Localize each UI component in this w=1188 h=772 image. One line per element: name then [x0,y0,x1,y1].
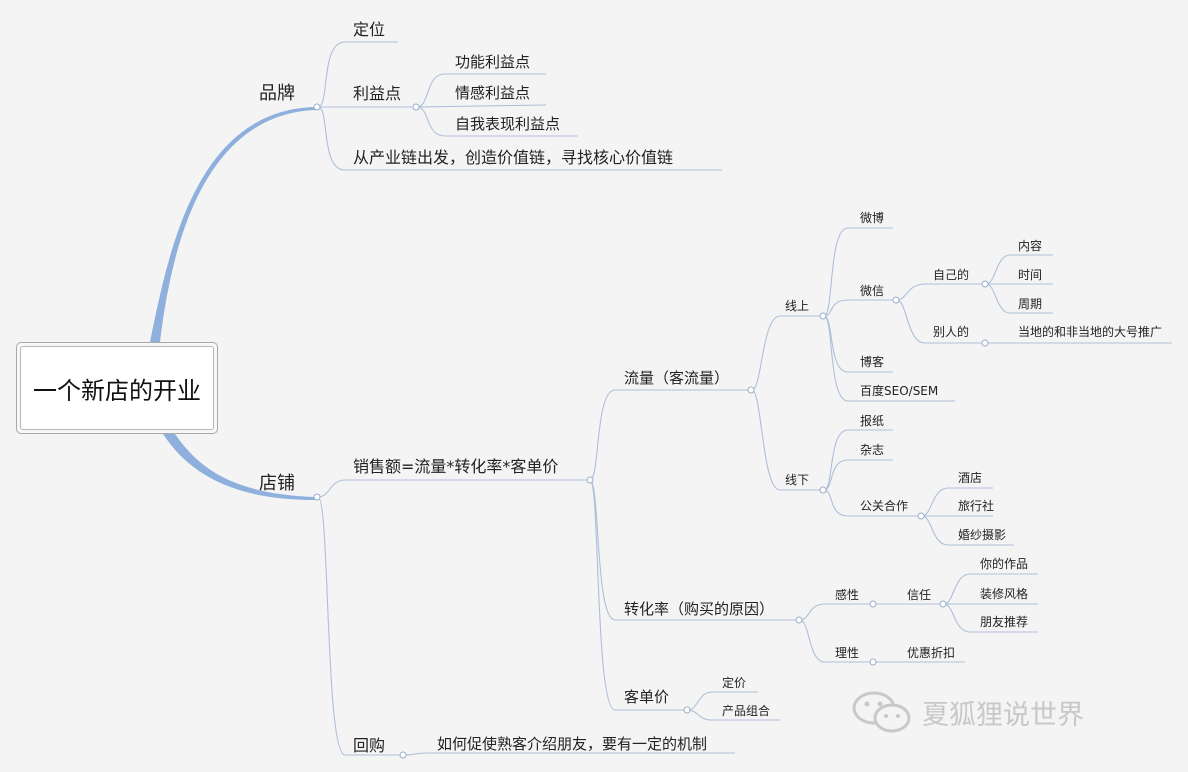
branch-brand [150,107,315,342]
topic-offline[interactable]: 线下 [785,473,810,487]
topic-weixin[interactable]: 微信 [860,284,885,298]
topic-hotel[interactable]: 酒店 [958,471,983,485]
topic-benefit-emotional[interactable]: 情感利益点 [455,84,531,102]
topic-value-chain[interactable]: 从产业链出发，创造价值链，寻找核心价值链 [353,148,674,167]
topic-others-channel[interactable]: 别人的 [933,325,970,339]
topic-blog[interactable]: 博客 [860,355,885,369]
topic-travel-agency[interactable]: 旅行社 [958,499,995,513]
topic-online[interactable]: 线上 [785,299,810,313]
topic-wedding-photo[interactable]: 婚纱摄影 [958,528,1007,542]
topic-time[interactable]: 时间 [1018,268,1043,282]
topic-benefit-functional[interactable]: 功能利益点 [455,53,531,71]
topic-friend-referral[interactable]: 朋友推荐 [980,615,1029,629]
root-topic[interactable]: 一个新店的开业 [16,342,218,434]
topic-bundle[interactable]: 产品组合 [722,704,771,718]
topic-own-channel[interactable]: 自己的 [933,268,970,282]
topic-store[interactable]: 店铺 [259,473,295,494]
topic-sales-formula[interactable]: 销售额=流量*转化率*客单价 [353,457,559,476]
topic-pricing[interactable]: 定价 [722,676,747,690]
wechat-icon [852,691,911,733]
topic-decor-style[interactable]: 装修风格 [980,587,1029,601]
topic-conversion[interactable]: 转化率（购买的原因） [624,600,775,618]
topic-magazine[interactable]: 杂志 [860,443,885,457]
watermark: 夏狐狸说世界 [850,690,1084,734]
topic-pr[interactable]: 公关合作 [860,499,909,513]
topic-benefit-self[interactable]: 自我表现利益点 [455,115,561,133]
topic-positioning[interactable]: 定位 [353,20,386,39]
watermark-text: 夏狐狸说世界 [922,699,1084,731]
topic-works[interactable]: 你的作品 [980,557,1029,571]
topic-local-promo[interactable]: 当地的和非当地的大号推广 [1018,325,1163,339]
topic-referral-mechanism[interactable]: 如何促使熟客介绍朋友，要有一定的机制 [437,735,708,753]
topic-discount[interactable]: 优惠折扣 [907,646,956,660]
topic-rational[interactable]: 理性 [835,646,860,660]
topic-unit-price[interactable]: 客单价 [624,688,670,706]
topic-seo[interactable]: 百度SEO/SEM [860,384,939,398]
branch-store [163,434,315,500]
topic-traffic[interactable]: 流量（客流量） [624,369,730,387]
topic-trust[interactable]: 信任 [907,588,932,602]
topic-newspaper[interactable]: 报纸 [860,414,885,428]
topic-emotional[interactable]: 感性 [835,588,860,602]
topic-repurchase[interactable]: 回购 [353,736,386,755]
topic-content[interactable]: 内容 [1018,239,1043,253]
root-topic-label: 一个新店的开业 [20,346,214,430]
topic-cycle[interactable]: 周期 [1018,297,1043,311]
topic-benefit[interactable]: 利益点 [353,84,402,103]
topic-brand[interactable]: 品牌 [259,83,295,104]
topic-weibo[interactable]: 微博 [860,211,885,225]
